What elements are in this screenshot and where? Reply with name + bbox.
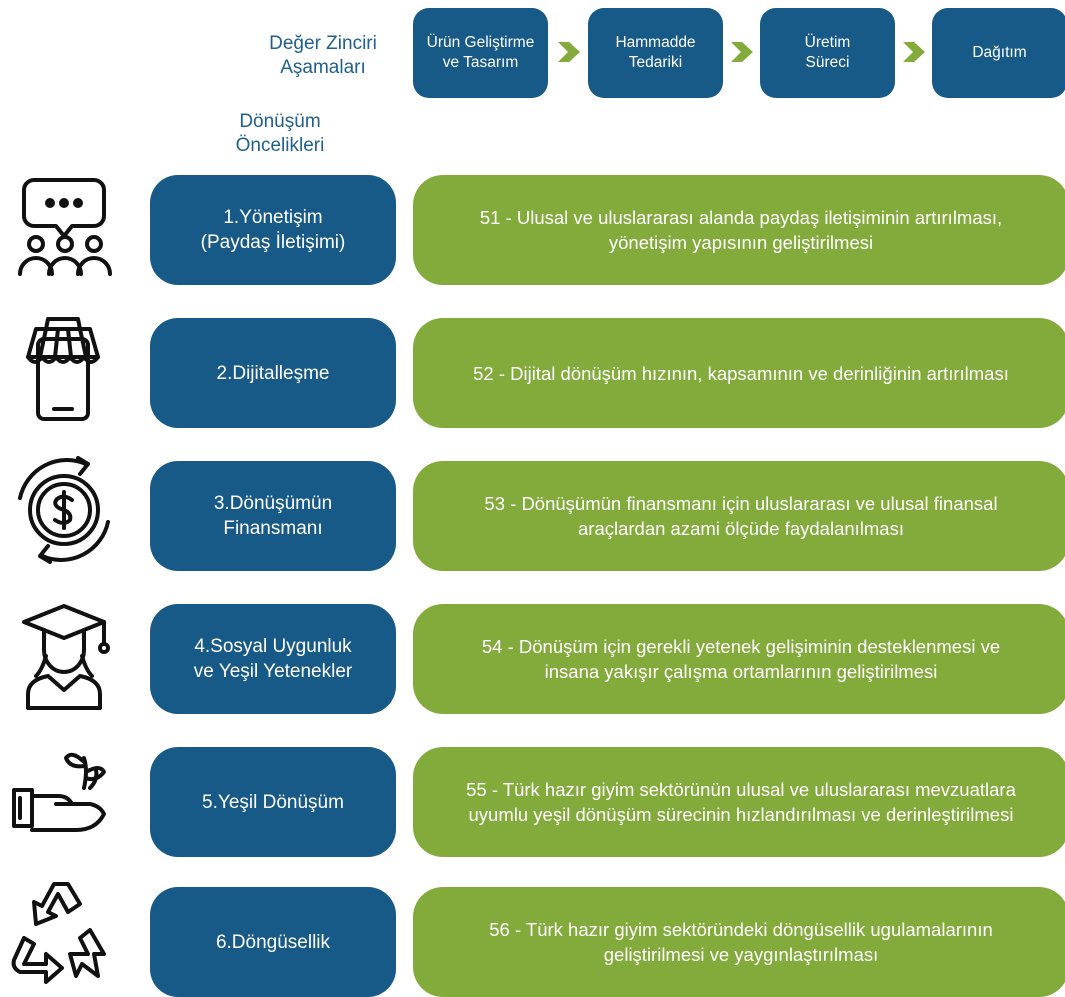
- recycle-icon: [6, 872, 124, 992]
- goal-box: 51 - Ulusal ve uluslararası alanda payda…: [413, 175, 1065, 285]
- goal-box: 52 - Dijital dönüşüm hızının, kapsamının…: [413, 318, 1065, 428]
- stage-label: Dağıtım: [972, 44, 1027, 61]
- chevron-right-icon: [903, 42, 925, 62]
- priority-label: 3.Dönüşümün Finansmanı: [213, 493, 333, 539]
- priority-label: 1.Yönetişim (Paydaş İletişimi): [200, 207, 346, 253]
- goal-box: 54 - Dönüşüm için gerekli yetenek gelişi…: [413, 604, 1065, 714]
- goal-text: 54 - Dönüşüm için gerekli yetenek gelişi…: [481, 636, 1001, 682]
- mobile-store-icon: [6, 305, 124, 425]
- goal-box: 53 - Dönüşümün finansmanı için uluslarar…: [413, 461, 1065, 571]
- goal-text: 56 - Türk hazır giyim sektöründeki döngü…: [489, 919, 993, 965]
- chevron-right-icon: [558, 42, 580, 62]
- priority-box: 1.Yönetişim (Paydaş İletişimi): [150, 175, 396, 285]
- goal-text: 52 - Dijital dönüşüm hızının, kapsamının…: [473, 362, 1009, 384]
- stage-raw-material: Hammadde Tedariki: [588, 8, 723, 98]
- priority-label: 2.Dijitalleşme: [216, 362, 330, 384]
- chevron-right-icon: [731, 42, 753, 62]
- priority-box: 2.Dijitalleşme: [150, 318, 396, 428]
- goal-box: 55 - Türk hazır giyim sektörünün ulusal …: [413, 747, 1065, 857]
- stage-label: Hammadde Tedariki: [615, 34, 696, 71]
- priorities-label: Dönüşüm Öncelikleri: [235, 111, 325, 156]
- people-chat-icon: [6, 170, 124, 290]
- goal-text: 53 - Dönüşümün finansmanı için uluslarar…: [484, 493, 998, 539]
- goal-text: 51 - Ulusal ve uluslararası alanda payda…: [479, 207, 1003, 253]
- priority-box: 3.Dönüşümün Finansmanı: [150, 461, 396, 571]
- goal-box: 56 - Türk hazır giyim sektöründeki döngü…: [413, 887, 1065, 997]
- stage-production: Üretim Süreci: [760, 8, 895, 98]
- graduate-icon: [6, 598, 124, 718]
- stage-product-design: Ürün Geliştirme ve Tasarım: [413, 8, 548, 98]
- dollar-cycle-icon: [6, 450, 124, 570]
- priority-label: 5.Yeşil Dönüşüm: [202, 791, 344, 813]
- priority-label: 6.Döngüsellik: [215, 931, 331, 953]
- value-chain-label: Değer Zinciri Aşamaları: [269, 33, 377, 78]
- stage-label: Ürün Geliştirme ve Tasarım: [426, 34, 535, 71]
- stage-distribution: Dağıtım: [932, 8, 1065, 98]
- priority-label: 4.Sosyal Uygunluk ve Yeşil Yetenekler: [193, 636, 353, 682]
- priority-box: 4.Sosyal Uygunluk ve Yeşil Yetenekler: [150, 604, 396, 714]
- priority-box: 5.Yeşil Dönüşüm: [150, 747, 396, 857]
- priority-box: 6.Döngüsellik: [150, 887, 396, 997]
- hand-sprout-icon: [6, 740, 124, 860]
- goal-text: 55 - Türk hazır giyim sektörünün ulusal …: [466, 779, 1016, 825]
- stage-label: Üretim Süreci: [804, 34, 851, 71]
